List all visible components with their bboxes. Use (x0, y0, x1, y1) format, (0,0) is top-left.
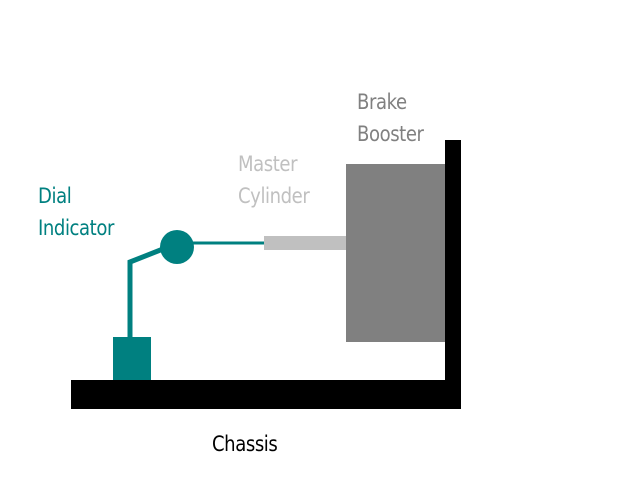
master-cylinder-label: Master Cylinder (238, 148, 310, 212)
dial-indicator-label: Dial Indicator (38, 180, 114, 244)
dial-indicator-base (113, 337, 151, 380)
dial-indicator-arm (127, 246, 164, 337)
chassis-label-text: Chassis (212, 432, 278, 456)
brake-booster-label-line-2: Booster (357, 122, 424, 146)
brake-booster-label: Brake Booster (357, 86, 424, 150)
brake-booster-label-line-1: Brake (357, 90, 407, 114)
master-cylinder (264, 236, 346, 250)
dial-indicator-label-line-1: Dial (38, 184, 72, 208)
master-cylinder-label-line-2: Cylinder (238, 184, 310, 208)
master-cylinder-label-line-1: Master (238, 152, 298, 176)
chassis-wall (445, 140, 461, 409)
dial-indicator-gauge (160, 230, 194, 264)
brake-booster (346, 164, 445, 342)
dial-indicator-label-line-2: Indicator (38, 216, 114, 240)
chassis-label: Chassis (212, 428, 278, 460)
chassis-floor (71, 380, 461, 409)
